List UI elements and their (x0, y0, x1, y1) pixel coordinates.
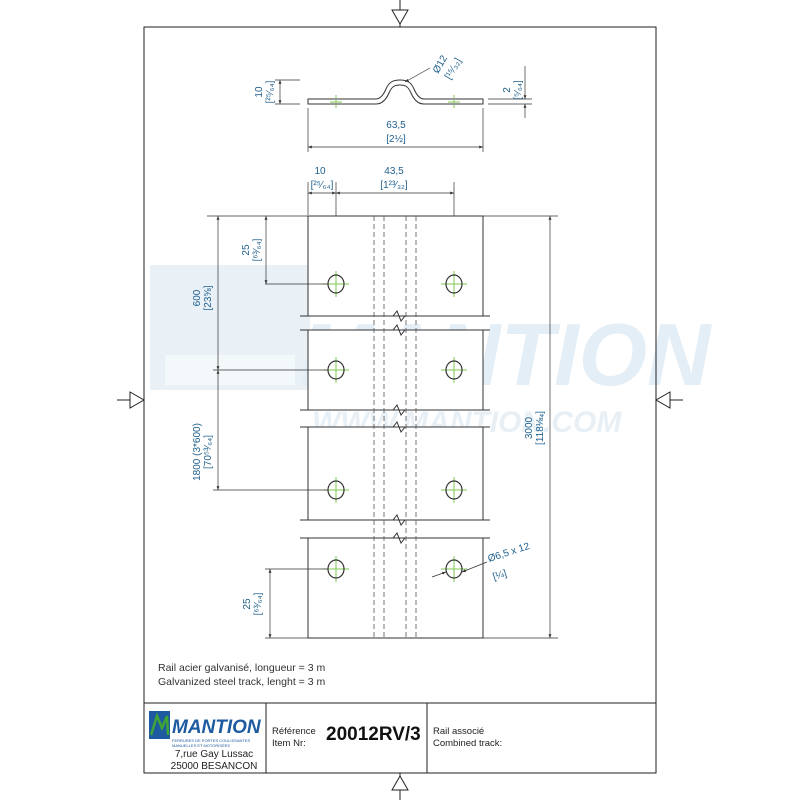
note-french: Rail acier galvanisé, longueur = 3 m (158, 662, 326, 674)
bottom-margin-mm: 25 (242, 598, 253, 610)
combined-track-label-fr: Rail associé (433, 726, 485, 737)
bottom-margin-in: [⁶³⁄₆₄] (253, 592, 264, 615)
note-english: Galvanized steel track, lenght = 3 m (158, 676, 326, 688)
hole (441, 556, 467, 582)
profile-height-mm: 10 (254, 86, 265, 98)
centering-marks (117, 0, 683, 800)
profile-view: 10 [²⁵⁄₆₄] Ø12 [¹⁵⁄₃₂] 2 [⁵⁄₆₄] 63,5 [2½… (254, 53, 532, 152)
length-mm: 3000 (524, 416, 535, 439)
plan-offset-mm: 10 (314, 166, 326, 177)
thickness-in: [⁵⁄₆₄] (513, 80, 524, 100)
top-margin-in: [⁶³⁄₆₄] (252, 238, 263, 261)
combined-track-label-en: Combined track: (433, 738, 503, 749)
mantion-logo: MANTION FERRURES DE PORTES COULISSANTES … (149, 711, 262, 748)
logo-text: MANTION (172, 717, 262, 738)
mounting-holes (323, 271, 467, 582)
logo-subtitle-1: FERRURES DE PORTES COULISSANTES (172, 738, 250, 743)
profile-section (307, 79, 484, 105)
profile-width-in: [2½] (386, 134, 406, 145)
reference-label-en: Item Nr: (272, 738, 306, 749)
hole-spacing-mm: 43,5 (384, 166, 404, 177)
address-line-1: 7,rue Gay Lussac (174, 749, 254, 760)
hole (441, 477, 467, 503)
reference-number: 20012RV/3 (326, 724, 421, 745)
span-mm: 1800 (3*600) (192, 423, 203, 481)
top-margin-mm: 25 (241, 244, 252, 256)
hole-callout-mm: Ø6,5 x 12 (487, 541, 532, 565)
reference-label-fr: Référence (272, 726, 316, 737)
hole-callout-in: [¼] (491, 567, 508, 583)
span-in: [70⁵³⁄₆₄] (203, 435, 214, 469)
plan-offset-in: [²⁵⁄₆₄] (311, 180, 334, 191)
hole (441, 271, 467, 297)
pitch-mm: 600 (192, 289, 203, 306)
profile-height-in: [²⁵⁄₆₄] (265, 80, 276, 103)
profile-width-mm: 63,5 (386, 120, 406, 131)
hole (441, 357, 467, 383)
length-in: [118⅛₄] (535, 411, 546, 445)
hole-spacing-in: [1²³⁄₃₂] (380, 180, 408, 191)
address-line-2: 25000 BESANCON (170, 761, 258, 772)
logo-subtitle-2: MANUELLES ET MOTORISÉES (172, 743, 230, 748)
title-block (144, 702, 656, 773)
pitch-in: [23⅝] (203, 285, 214, 310)
thickness-mm: 2 (502, 87, 513, 93)
